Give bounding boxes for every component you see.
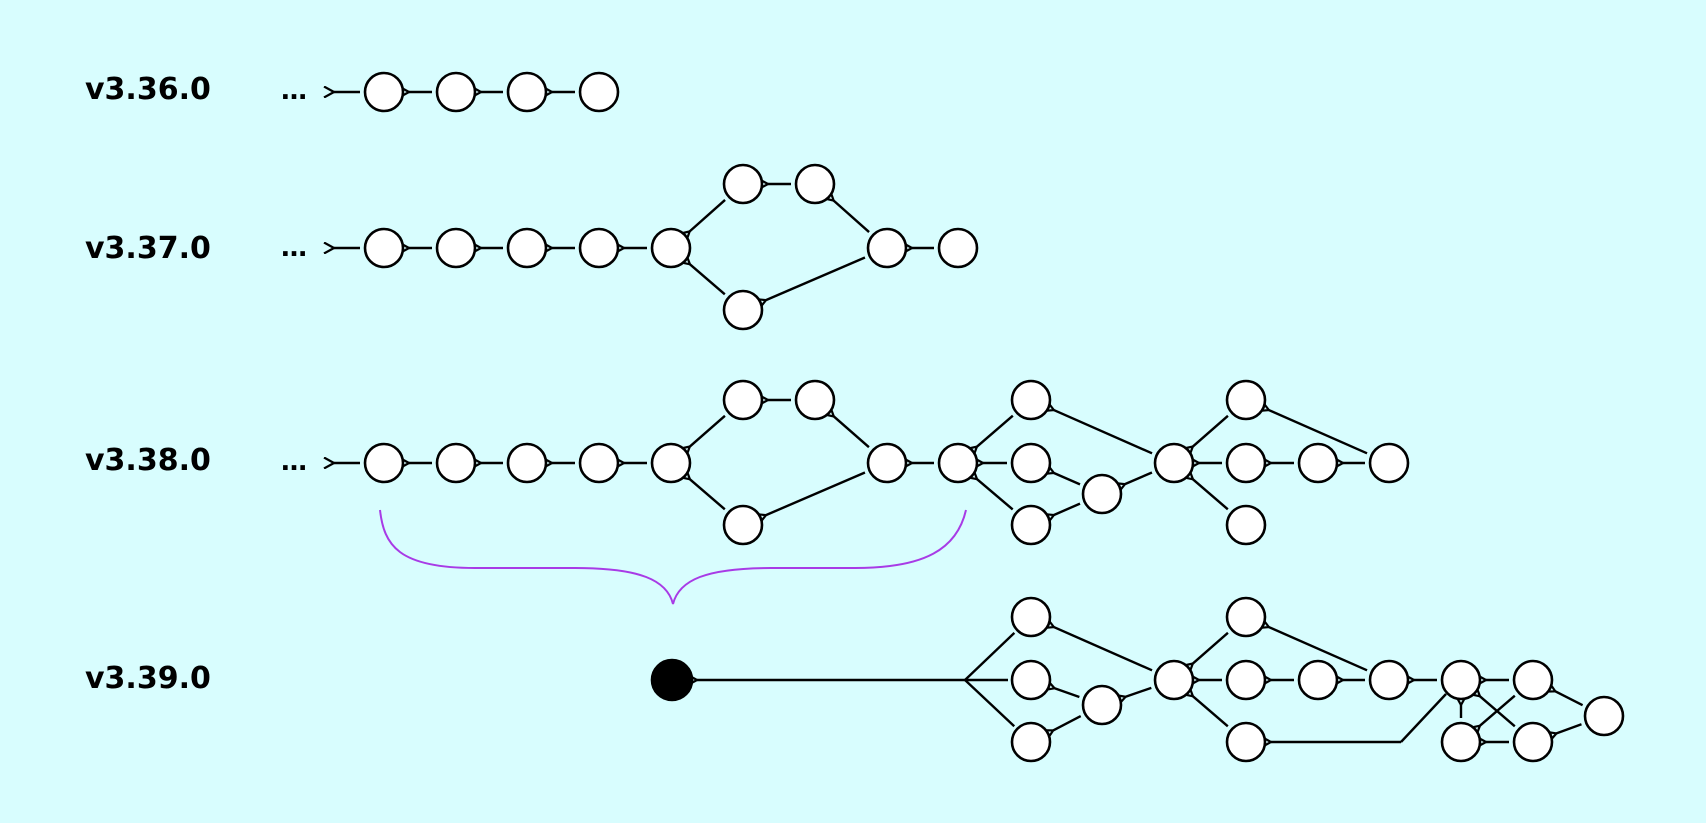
commit-node-c14 [1081,473,1123,515]
commit-node-d20 [1368,659,1410,701]
commit-node-c12 [1010,442,1052,484]
edge-23 [766,471,866,515]
commit-node-c5 [650,442,692,484]
edge-43 [1193,631,1229,664]
edge-33 [1193,414,1229,447]
edge-32 [1125,471,1153,484]
commit-node-b9 [866,227,908,269]
edge-39 [1055,688,1080,699]
commit-node-c6 [722,379,764,421]
edge-20 [690,414,726,447]
commit-node-d24 [1512,721,1554,763]
commit-node-c17 [1225,442,1267,484]
commit-node-b2 [435,227,477,269]
edge-26 [977,414,1014,447]
commit-node-b5 [650,227,692,269]
edge-31 [1054,410,1153,455]
commit-node-d21 [1440,659,1482,701]
ellipsis-v3-36: … [281,76,307,106]
commit-node-d17 [1225,659,1267,701]
commit-node-d14 [1081,684,1123,726]
edge-12 [766,256,866,300]
commit-node-a1 [363,71,405,113]
merge-edge-d11 [964,632,1016,681]
commit-node-b8 [722,289,764,331]
commit-node-d19 [1297,659,1339,701]
edge-24 [690,479,726,511]
commit-node-c13 [1010,504,1052,546]
edge-38 [1269,410,1368,455]
commit-node-d11 [1010,596,1052,638]
commit-node-c15 [1153,442,1195,484]
merge-edge-d13 [964,679,1016,728]
commit-node-d22 [1512,659,1554,701]
commit-node-a4 [578,71,620,113]
version-label-v3-38: v3.38.0 [85,443,211,478]
edge-13 [690,264,726,296]
commit-node-d18 [1225,721,1267,763]
commit-node-d15 [1153,659,1195,701]
edge-41 [1054,627,1153,672]
commit-node-c20 [1368,442,1410,484]
edge-d23-d18-diagonal [1400,693,1447,743]
merge-commit-node [650,658,694,702]
commit-node-b6 [722,163,764,205]
commit-node-c3 [506,442,548,484]
commit-node-b3 [506,227,548,269]
range-brace [379,509,967,605]
commit-node-c19 [1297,442,1339,484]
commit-node-c11 [1010,379,1052,421]
edge-54 [1480,696,1516,728]
edge-55 [1555,691,1584,707]
commit-node-c16 [1225,379,1267,421]
edge-35 [1193,479,1229,511]
commit-nodes [363,71,1625,763]
edge-40 [1053,715,1082,730]
edge-42 [1126,686,1152,697]
commit-node-c2 [435,442,477,484]
commit-node-b1 [363,227,405,269]
commit-node-b7 [794,163,836,205]
edge-28 [977,479,1014,511]
edge-45 [1193,696,1229,728]
version-label-v3-39: v3.39.0 [85,661,211,696]
edge-48 [1269,627,1368,672]
commit-node-c9 [866,442,908,484]
commit-node-c7 [794,379,836,421]
commit-node-c18 [1225,504,1267,546]
commit-node-a2 [435,71,477,113]
commit-node-d16 [1225,596,1267,638]
commit-node-d23 [1440,721,1482,763]
commit-node-d25 [1583,695,1625,737]
ellipsis-v3-37: … [281,233,307,263]
edge-9 [690,199,726,231]
version-label-v3-37: v3.37.0 [85,231,211,266]
ellipsis-v3-38: … [281,447,307,477]
edge-11 [834,201,870,233]
commit-node-b10 [937,227,979,269]
commit-node-c8 [722,504,764,546]
commit-node-b4 [578,227,620,269]
commit-node-d12 [1010,659,1052,701]
edge-22 [834,416,870,449]
commit-node-d13 [1010,721,1052,763]
version-label-v3-36: v3.36.0 [85,72,211,107]
edge-29 [1054,473,1081,486]
commit-node-c4 [578,442,620,484]
commit-node-c1 [363,442,405,484]
commit-node-a3 [506,71,548,113]
edge-56 [1556,723,1582,733]
commit-node-c10 [937,442,979,484]
commit-edges [334,92,1584,743]
edge-30 [1054,502,1081,515]
